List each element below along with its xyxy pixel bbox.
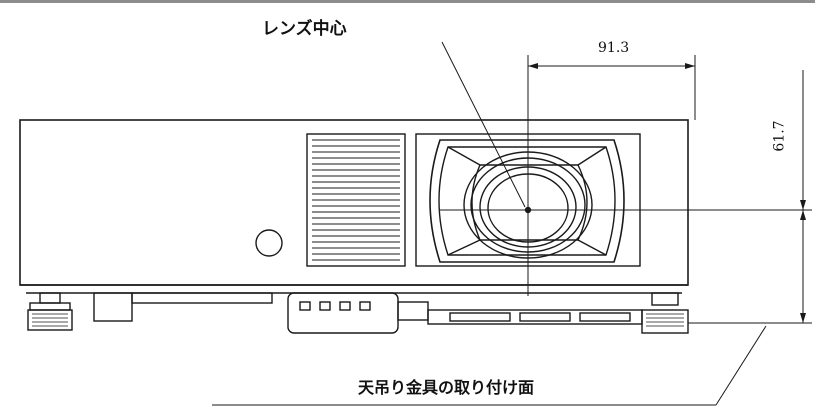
mount-surface-label: 天吊り金具の取り付け面 (358, 378, 535, 397)
mount-surface-leader (715, 325, 767, 406)
lens-center-leader (441, 41, 526, 208)
lens-housing-outline (429, 139, 625, 263)
top-border-line (0, 0, 815, 3)
lens-housing-inner (438, 146, 616, 256)
left-foot (27, 292, 73, 331)
horizontal-dimension-value: 91.3 (598, 40, 630, 56)
underside-details (93, 292, 643, 334)
vertical-dimension-value: 61.7 (771, 120, 788, 152)
lens-center-label: レンズ中心 (262, 19, 347, 39)
ir-receiver-circle (255, 229, 283, 257)
vent-grille (306, 133, 406, 267)
right-foot (641, 292, 689, 334)
